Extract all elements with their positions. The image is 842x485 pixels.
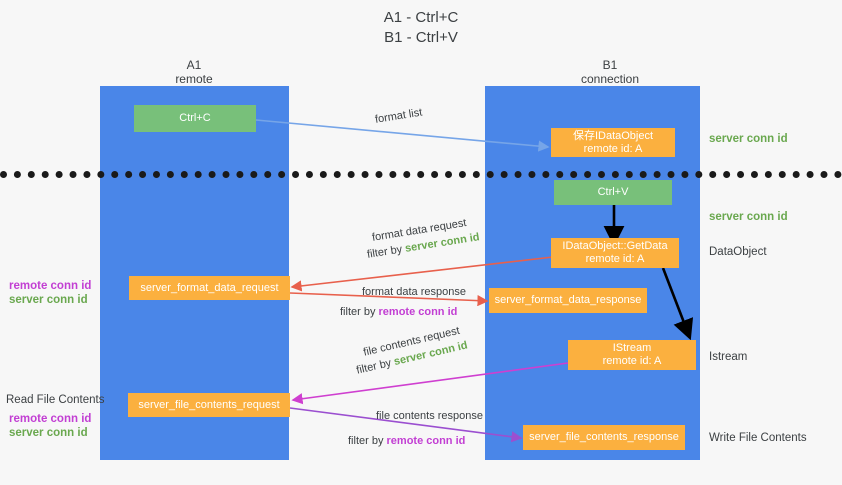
box-server-file-contents-response[interactable]: server_file_contents_response <box>523 425 685 450</box>
caption-fcres-filter-value: remote conn id <box>386 435 466 447</box>
box-server-format-data-response[interactable]: server_format_data_response <box>489 288 647 313</box>
caption-format-data-response-text: format data response <box>362 286 466 298</box>
dotted-divider <box>0 171 842 178</box>
box-getdata-sub: remote id: A <box>585 253 645 265</box>
lane-a1-sub: remote <box>175 72 213 86</box>
caption-file-contents-response-filter: filter by remote conn id <box>348 434 465 448</box>
box-istream-title: IStream <box>612 342 652 354</box>
box-server-format-data-request-label: server_format_data_request <box>140 281 279 294</box>
box-ctrl-v-label: Ctrl+V <box>597 186 629 198</box>
arrow-format-list <box>255 119 550 152</box>
box-save-idataobject-title: 保存IDataObject <box>572 129 654 142</box>
box-ctrl-c[interactable]: Ctrl+C <box>134 105 256 132</box>
lane-header-a1: A1 remote <box>128 58 260 86</box>
label-remote-conn-id-1: remote conn id <box>9 280 92 292</box>
box-ctrl-v[interactable]: Ctrl+V <box>554 180 672 205</box>
label-remote-conn-id-2: remote conn id <box>9 413 92 425</box>
box-server-file-contents-request-label: server_file_contents_request <box>138 398 280 411</box>
caption-fdres-filter-prefix: filter by <box>340 306 379 318</box>
arrow-format-data-request <box>290 256 554 292</box>
box-idataobject-getdata[interactable]: IDataObject::GetData remote id: A <box>551 238 679 268</box>
box-istream[interactable]: IStream remote id: A <box>568 340 696 370</box>
title-line-1: A1 - Ctrl+C <box>383 9 459 26</box>
caption-fcres-filter-prefix: filter by <box>348 435 387 447</box>
lane-b1-name: B1 <box>602 58 618 72</box>
diagram-title: A1 - Ctrl+C B1 - Ctrl+V <box>0 8 842 48</box>
title-line-2: B1 - Ctrl+V <box>384 29 458 46</box>
caption-fdres-filter-value: remote conn id <box>378 306 458 318</box>
lane-a1-name: A1 <box>186 58 202 72</box>
caption-file-contents-response-text: file contents response <box>376 410 484 422</box>
box-server-file-contents-request[interactable]: server_file_contents_request <box>128 393 290 417</box>
label-server-conn-id-mid: server conn id <box>709 211 788 223</box>
caption-file-contents-response: file contents response <box>376 409 483 423</box>
label-server-conn-id-2: server conn id <box>9 427 88 439</box>
arrow-file-contents-request <box>291 362 569 405</box>
label-write-file-contents: Write File Contents <box>709 432 807 444</box>
box-istream-sub: remote id: A <box>602 355 662 367</box>
box-server-format-data-response-label: server_format_data_response <box>494 294 642 306</box>
box-ctrl-c-label: Ctrl+C <box>179 112 211 124</box>
arrow-getdata-to-istream <box>661 267 694 341</box>
label-read-file-contents: Read File Contents <box>6 394 105 406</box>
lane-b1-sub: connection <box>580 72 640 86</box>
label-dataobject: DataObject <box>709 246 767 258</box>
caption-format-data-response: format data response <box>362 285 466 299</box>
label-server-conn-id-top: server conn id <box>709 133 788 145</box>
arrow-format-data-response <box>289 292 489 307</box>
box-server-file-contents-response-label: server_file_contents_response <box>529 431 679 443</box>
box-save-idataobject[interactable]: 保存IDataObject remote id: A <box>551 128 675 157</box>
label-server-conn-id-1: server conn id <box>9 294 88 306</box>
label-istream: Istream <box>709 351 748 363</box>
caption-format-data-response-filter: filter by remote conn id <box>340 305 457 319</box>
box-save-idataobject-sub: remote id: A <box>583 142 643 155</box>
lane-header-b1: B1 connection <box>540 58 680 86</box>
arrow-file-contents-response <box>289 407 523 443</box>
box-getdata-title: IDataObject::GetData <box>562 240 668 252</box>
box-server-format-data-request[interactable]: server_format_data_request <box>129 276 290 300</box>
